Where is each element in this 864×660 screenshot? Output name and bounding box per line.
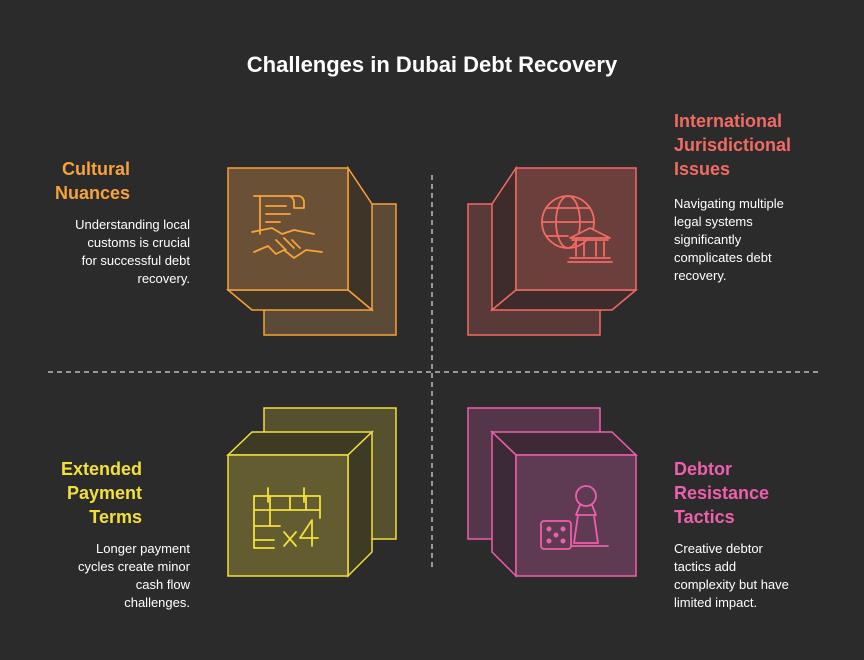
- extended-payment-block: [226, 407, 397, 578]
- jurisdictional-issues-heading: International Jurisdictional Issues: [674, 111, 792, 179]
- cultural-nuances-heading: Cultural Nuances: [54, 159, 130, 203]
- calendar-times-four-icon: [253, 487, 321, 549]
- debtor-resistance-heading: Debtor Resistance Tactics: [674, 459, 770, 527]
- page-title: Challenges in Dubai Debt Recovery: [246, 52, 618, 77]
- debtor-resistance-block: [467, 407, 638, 578]
- dice-pawn-icon: [540, 485, 609, 550]
- jurisdictional-issues-description: Navigating multiple legal systems signif…: [674, 196, 784, 283]
- cultural-nuances-block: [225, 165, 397, 336]
- contract-handshake-icon: [251, 195, 323, 259]
- cultural-nuances-description: Understanding local customs is crucial f…: [75, 217, 190, 286]
- jurisdictional-issues-block: [467, 165, 639, 336]
- debtor-resistance-description: Creative debtor tactics add complexity b…: [674, 541, 789, 610]
- globe-courthouse-icon: [541, 195, 613, 263]
- extended-payment-description: Longer payment cycles create minor cash …: [78, 541, 190, 610]
- extended-payment-heading: Extended Payment Terms: [60, 459, 142, 527]
